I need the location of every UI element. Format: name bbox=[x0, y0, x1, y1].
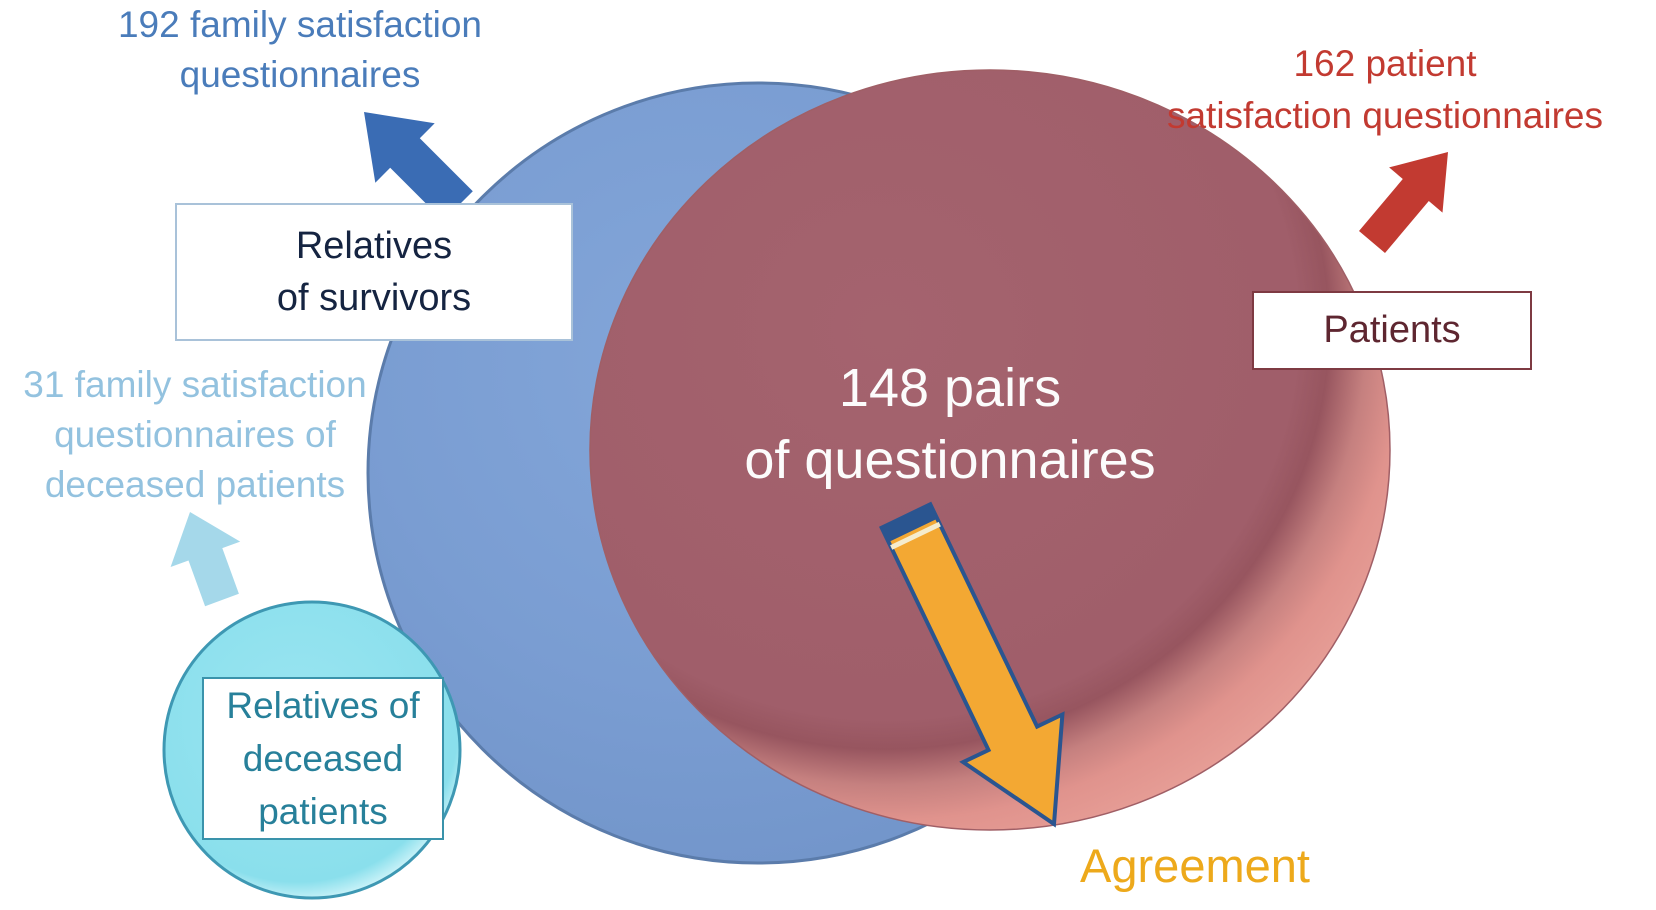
red-up-right-arrow-icon bbox=[1359, 152, 1448, 253]
agreement-label: Agreement bbox=[1025, 838, 1365, 893]
orange-arrow-cap-stripe bbox=[890, 521, 941, 550]
box-label-line: Patients bbox=[1323, 309, 1461, 351]
box-label-line: Relatives bbox=[295, 225, 453, 267]
label-line: questionnaires of bbox=[54, 414, 336, 455]
deceased-family-questionnaires-label: 31 family satisfaction questionnaires of… bbox=[0, 360, 400, 510]
label-line: 162 patient bbox=[1293, 43, 1477, 84]
patient-questionnaires-label: 162 patient satisfaction questionnaires bbox=[1105, 38, 1656, 142]
label-line: satisfaction questionnaires bbox=[1166, 95, 1604, 136]
label-line: Agreement bbox=[1080, 839, 1310, 892]
relatives-of-survivors-box: Relatives of survivors bbox=[175, 203, 573, 341]
pairs-count-label: 148 pairs of questionnaires bbox=[650, 352, 1250, 496]
label-line: 31 family satisfaction bbox=[23, 364, 367, 405]
orange-agreement-arrow-icon bbox=[879, 501, 1065, 828]
box-label-line: deceased bbox=[242, 738, 404, 779]
patients-box: Patients bbox=[1252, 291, 1532, 370]
blue-up-left-arrow-icon bbox=[364, 112, 473, 221]
label-line: 148 pairs bbox=[838, 358, 1062, 418]
box-label-line: Relatives of bbox=[226, 685, 420, 726]
label-line: deceased patients bbox=[44, 464, 346, 505]
label-line: 192 family satisfaction bbox=[117, 4, 482, 45]
red-set-ellipse bbox=[589, 69, 1391, 831]
box-label-line: of survivors bbox=[276, 277, 472, 319]
orange-arrow-body bbox=[879, 501, 1065, 828]
cyan-up-arrow-icon bbox=[170, 512, 241, 607]
label-line: questionnaires bbox=[179, 54, 421, 95]
relatives-of-deceased-patients-box: Relatives of deceased patients bbox=[202, 677, 444, 840]
label-line: of questionnaires bbox=[744, 430, 1156, 490]
box-label-line: patients bbox=[258, 791, 388, 832]
family-questionnaires-label: 192 family satisfaction questionnaires bbox=[70, 0, 530, 100]
orange-arrow-cap bbox=[881, 504, 938, 543]
